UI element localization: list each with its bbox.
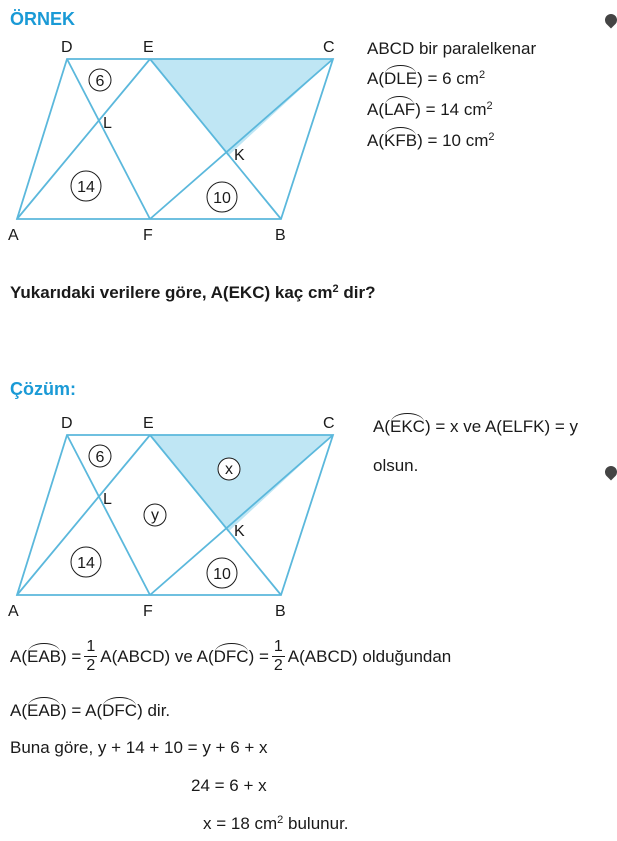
area-circle-laf — [70, 546, 102, 578]
area-label-kfb: 10 — [213, 566, 231, 583]
point-label-f: F — [143, 603, 153, 620]
solution-step-3: Buna göre, y + 14 + 10 = y + 6 + x — [10, 738, 268, 757]
solution-result: x = 18 cm2 bulunur. — [203, 814, 349, 833]
segment-ea — [16, 434, 151, 596]
point-label-l: L — [103, 491, 112, 508]
point-label-c: C — [323, 415, 335, 432]
area-circle-kfb — [206, 181, 238, 213]
given-area-laf: A(LAF) = 14 cm2 — [367, 96, 493, 119]
area-label-ekc: x — [225, 461, 233, 478]
point-label-a: A — [8, 227, 19, 244]
pencil-icon — [602, 463, 617, 481]
point-label-c: C — [323, 39, 335, 56]
area-label-dle: 6 — [96, 449, 105, 466]
area-label-laf: 14 — [77, 555, 95, 572]
solution-step-2: A(EAB) = A(DFC) dir. — [10, 697, 171, 720]
question-text: Yukarıdaki verilere göre, A(EKC) kaç cm2… — [10, 283, 376, 302]
segment-cf — [149, 58, 334, 220]
pencil-icon — [602, 11, 617, 29]
segment-eb — [149, 58, 282, 220]
solution-heading: Çözüm: — [10, 379, 76, 399]
area-circle-kfb — [206, 557, 238, 589]
point-label-k: K — [234, 523, 245, 540]
point-label-l: L — [103, 115, 112, 132]
point-label-d: D — [61, 39, 73, 56]
segment-ea — [16, 58, 151, 220]
point-label-k: K — [234, 147, 245, 164]
segment-df — [66, 434, 151, 596]
area-circle-laf — [70, 170, 102, 202]
given-parallelogram: ABCD bir paralelkenar — [367, 39, 537, 58]
example-heading: ÖRNEK — [10, 9, 76, 29]
area-label-kfb: 10 — [213, 190, 231, 207]
segment-df — [66, 58, 151, 220]
area-label-elfk: y — [151, 507, 159, 524]
point-label-f: F — [143, 227, 153, 244]
area-circle-ekc — [217, 457, 241, 481]
area-circle-elfk — [143, 503, 167, 527]
point-label-d: D — [61, 415, 73, 432]
segment-eb — [149, 434, 282, 596]
point-label-a: A — [8, 603, 19, 620]
given-area-kfb: A(KFB) = 10 cm2 — [367, 127, 495, 150]
area-circle-dle — [88, 444, 112, 468]
point-label-b: B — [275, 227, 286, 244]
area-label-laf: 14 — [77, 179, 95, 196]
point-label-e: E — [143, 39, 154, 56]
figure-2-parallelogram: 6 14 10 x y D E C L K A F B — [8, 415, 335, 620]
segment-cf — [149, 434, 334, 596]
area-circle-dle — [88, 68, 112, 92]
solution-step-4: 24 = 6 + x — [191, 776, 267, 795]
given-area-dle: A(DLE) = 6 cm2 — [367, 65, 486, 88]
point-label-b: B — [275, 603, 286, 620]
shaded-triangle-ekc — [150, 59, 333, 156]
assumption-line-2: olsun. — [373, 456, 419, 475]
point-label-e: E — [143, 415, 154, 432]
shaded-triangle-ekc — [150, 435, 333, 532]
assumption-line-1: A(EKC) = x ve A(ELFK) = y — [373, 413, 579, 436]
area-label-dle: 6 — [96, 73, 105, 90]
figure-1-parallelogram: 6 14 10 D E C L K A F B — [8, 39, 335, 244]
